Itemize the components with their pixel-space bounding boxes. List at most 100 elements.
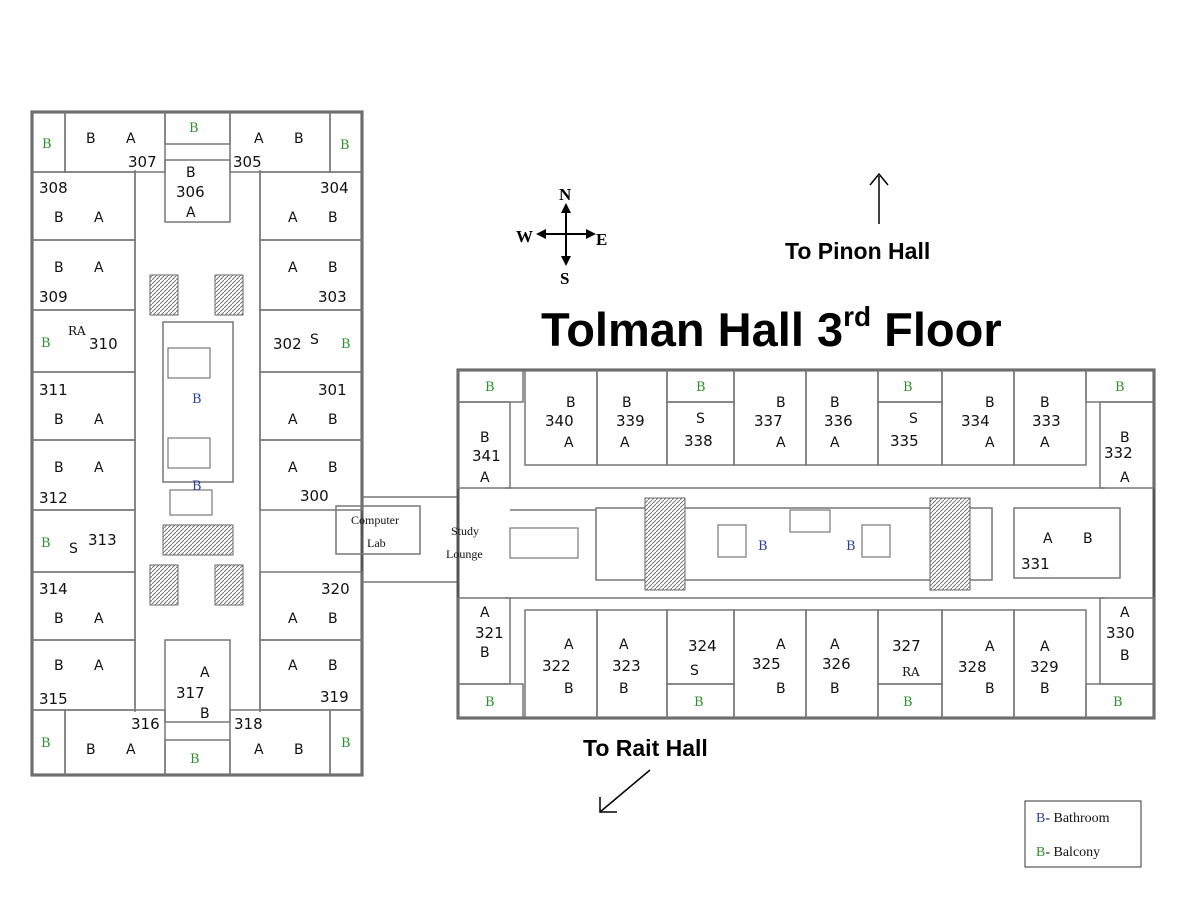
bed-letter: A [564, 637, 574, 653]
bed-letter: A [620, 435, 630, 451]
room-330: 330 [1106, 624, 1135, 642]
bed-letter: B [776, 395, 786, 411]
bed-letter: A [186, 205, 196, 221]
room-324: 324 [688, 637, 717, 655]
to-pinon-hall-label: To Pinon Hall [785, 238, 930, 264]
room-307: 307 [128, 153, 157, 171]
room-341: 341 [472, 447, 501, 465]
shower-letter: S [310, 332, 319, 348]
room-336: 336 [824, 412, 853, 430]
balcony-label: B [696, 380, 706, 395]
study-lounge-label: Study [451, 524, 479, 538]
room-310: 310 [89, 335, 118, 353]
to-rait-hall-label: To Rait Hall [583, 735, 708, 761]
shower-letter: S [696, 411, 705, 427]
bed-letter: B [54, 611, 64, 627]
bed-letter: A [94, 658, 104, 674]
room-332: 332 [1104, 444, 1133, 462]
bed-letter: B [480, 430, 490, 446]
bathroom-label: B [846, 539, 856, 554]
bed-letter: B [1120, 430, 1130, 446]
bed-letter: A [480, 605, 490, 621]
bed-letter: B [294, 742, 304, 758]
shower-letter: S [69, 541, 78, 557]
balcony-labels: B B B B B B B B B B B B B B B B B [41, 121, 1125, 767]
legend-bathroom-label: - Bathroom [1045, 811, 1109, 826]
bed-letter: A [564, 435, 574, 451]
room-302: 302 [273, 335, 302, 353]
compass-north: N [559, 185, 572, 204]
room-335: 335 [890, 432, 919, 450]
bed-letter: A [1120, 470, 1130, 486]
room-311: 311 [39, 381, 68, 399]
room-317: 317 [176, 684, 205, 702]
bed-letter: B [328, 412, 338, 428]
bed-letter: A [1120, 605, 1130, 621]
bed-letter: B [622, 395, 632, 411]
bed-letter: A [126, 131, 136, 147]
room-331: 331 [1021, 555, 1050, 573]
bed-letter: B [619, 681, 629, 697]
room-305: 305 [233, 153, 262, 171]
bed-letter: A [776, 637, 786, 653]
room-319: 319 [320, 688, 349, 706]
bed-letter: A [1043, 531, 1053, 547]
bed-letter: B [186, 165, 196, 181]
bed-letter: B [480, 645, 490, 661]
legend-bathroom-key: B [1036, 811, 1045, 826]
compass-east: E [596, 230, 607, 249]
bed-letter: B [985, 681, 995, 697]
room-306: 306 [176, 183, 205, 201]
legend: B- Bathroom B- Balcony [1024, 800, 1142, 868]
balcony-label: B [42, 137, 52, 152]
balcony-label: B [340, 138, 350, 153]
bed-letter: A [619, 637, 629, 653]
bed-letter: A [126, 742, 136, 758]
room-328: 328 [958, 658, 987, 676]
shower-letter: S [909, 411, 918, 427]
page-title: Tolman Hall 3rd Floor [541, 301, 1002, 356]
bed-letter: B [1120, 648, 1130, 664]
balcony-label: B [341, 736, 351, 751]
bed-letter: B [566, 395, 576, 411]
computer-lab-label-2: Lab [367, 536, 386, 550]
balcony-label: B [41, 736, 51, 751]
room-numbers: 300 301 302 303 304 305 306 307 308 309 … [39, 153, 1135, 733]
bathroom-label: B [192, 392, 202, 407]
balcony-label: B [1113, 695, 1123, 710]
room-316: 316 [131, 715, 160, 733]
bed-letter: A [830, 435, 840, 451]
bed-letter: A [1040, 435, 1050, 451]
room-326: 326 [822, 655, 851, 673]
bed-letter: A [94, 611, 104, 627]
balcony-label: B [189, 121, 199, 136]
southwest-arrow-icon [599, 769, 651, 813]
balcony-label: B [341, 337, 351, 352]
balcony-label: B [485, 695, 495, 710]
bed-letter: B [54, 260, 64, 276]
balcony-label: B [903, 695, 913, 710]
balcony-label: B [1115, 380, 1125, 395]
balcony-label: B [41, 536, 51, 551]
bed-letter: B [564, 681, 574, 697]
room-312: 312 [39, 489, 68, 507]
room-318: 318 [234, 715, 263, 733]
bathroom-labels: B B B B [192, 392, 856, 554]
map-text: Tolman Hall 3 [541, 303, 843, 356]
room-323: 323 [612, 657, 641, 675]
shower-letter: S [690, 663, 699, 679]
ra-label: RA [68, 324, 86, 338]
bed-letter: A [985, 639, 995, 655]
room-303: 303 [318, 288, 347, 306]
bed-letter: B [328, 460, 338, 476]
room-333: 333 [1032, 412, 1061, 430]
bed-letter: B [54, 210, 64, 226]
bathroom-label: B [758, 539, 768, 554]
room-322: 322 [542, 657, 571, 675]
balcony-label: B [694, 695, 704, 710]
bed-letter: B [328, 611, 338, 627]
west-wing [30, 110, 458, 777]
balcony-label: B [903, 380, 913, 395]
bed-letter: B [54, 658, 64, 674]
